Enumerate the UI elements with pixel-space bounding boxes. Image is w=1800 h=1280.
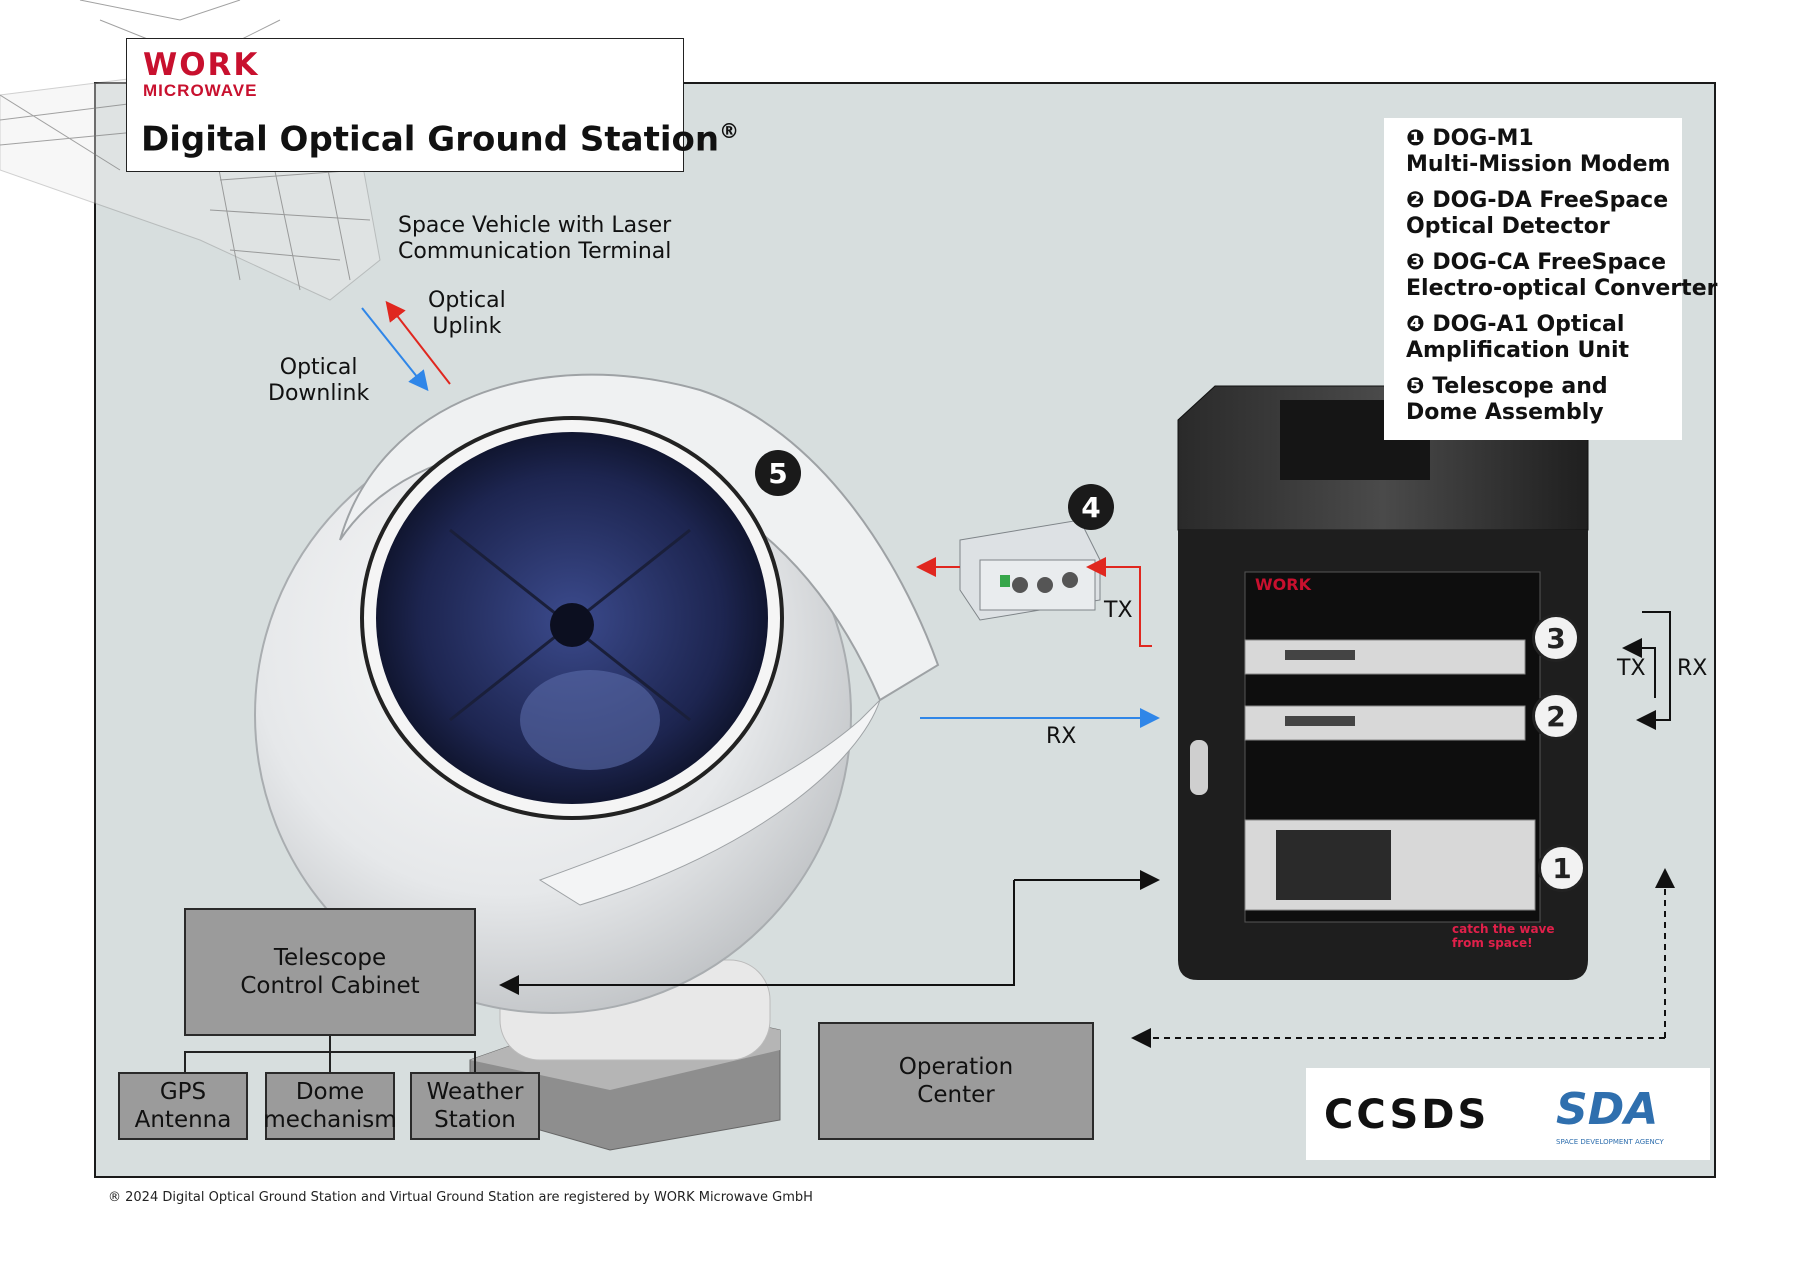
sda-logo: SDA [1556,1084,1659,1135]
tx-label-amp: TX [1104,598,1133,623]
space-vehicle-label: Space Vehicle with Laser Communication T… [398,213,672,264]
optical-uplink-label: Optical Uplink [428,288,506,339]
badge-rack-1: 1 [1538,844,1586,892]
operation-center-box: Operation Center [818,1022,1094,1140]
telescope-control-cabinet: Telescope Control Cabinet [184,908,476,1036]
legend-item-1: ❶ DOG-M1 Multi-Mission Modem [1406,126,1671,177]
rx-label-rack: RX [1677,656,1708,681]
tx-label-rack: TX [1617,656,1646,681]
badge-dome: 5 [755,450,801,496]
legend-item-4: ❹ DOG-A1 Optical Amplification Unit [1406,312,1630,363]
badge-rack-3: 3 [1532,614,1580,662]
title-box: WORK MICROWAVE Digital Optical Ground St… [126,38,739,172]
rack-brand: WORK [1255,575,1311,594]
ccsds-logo: CCSDS [1324,1092,1490,1138]
dome-mechanism-box: Dome mechanism [263,1072,397,1140]
badge-rack-2: 2 [1532,692,1580,740]
downlink-arrow [361,307,429,392]
badge-amplifier: 4 [1068,484,1114,530]
gps-antenna-box: GPS Antenna [118,1072,248,1140]
rack-slogan: catch the wave from space! [1452,922,1555,950]
brand-logo: WORK [143,47,260,83]
rx-label-main: RX [1046,724,1077,749]
uplink-arrow [385,300,451,385]
legend-box: ❶ DOG-M1 Multi-Mission Modem ❷ DOG-DA Fr… [1384,118,1718,440]
partner-logos: CCSDS SDA SPACE DEVELOPMENT AGENCY [1306,1068,1710,1160]
sda-logo-sub: SPACE DEVELOPMENT AGENCY [1556,1138,1664,1146]
footer-note: ® 2024 Digital Optical Ground Station an… [108,1190,813,1205]
brand-logo-sub: MICROWAVE [143,81,258,100]
page-title: Digital Optical Ground Station® [141,119,740,160]
legend-item-2: ❷ DOG-DA FreeSpace Optical Detector [1406,188,1669,239]
weather-station-box: Weather Station [410,1072,540,1140]
optical-downlink-label: Optical Downlink [268,355,370,406]
amplifier-unit [959,519,1101,621]
equipment-rack [1177,385,1589,980]
legend-item-5: ❺ Telescope and Dome Assembly [1406,374,1608,425]
legend-item-3: ❸ DOG-CA FreeSpace Electro-optical Conve… [1406,250,1718,301]
